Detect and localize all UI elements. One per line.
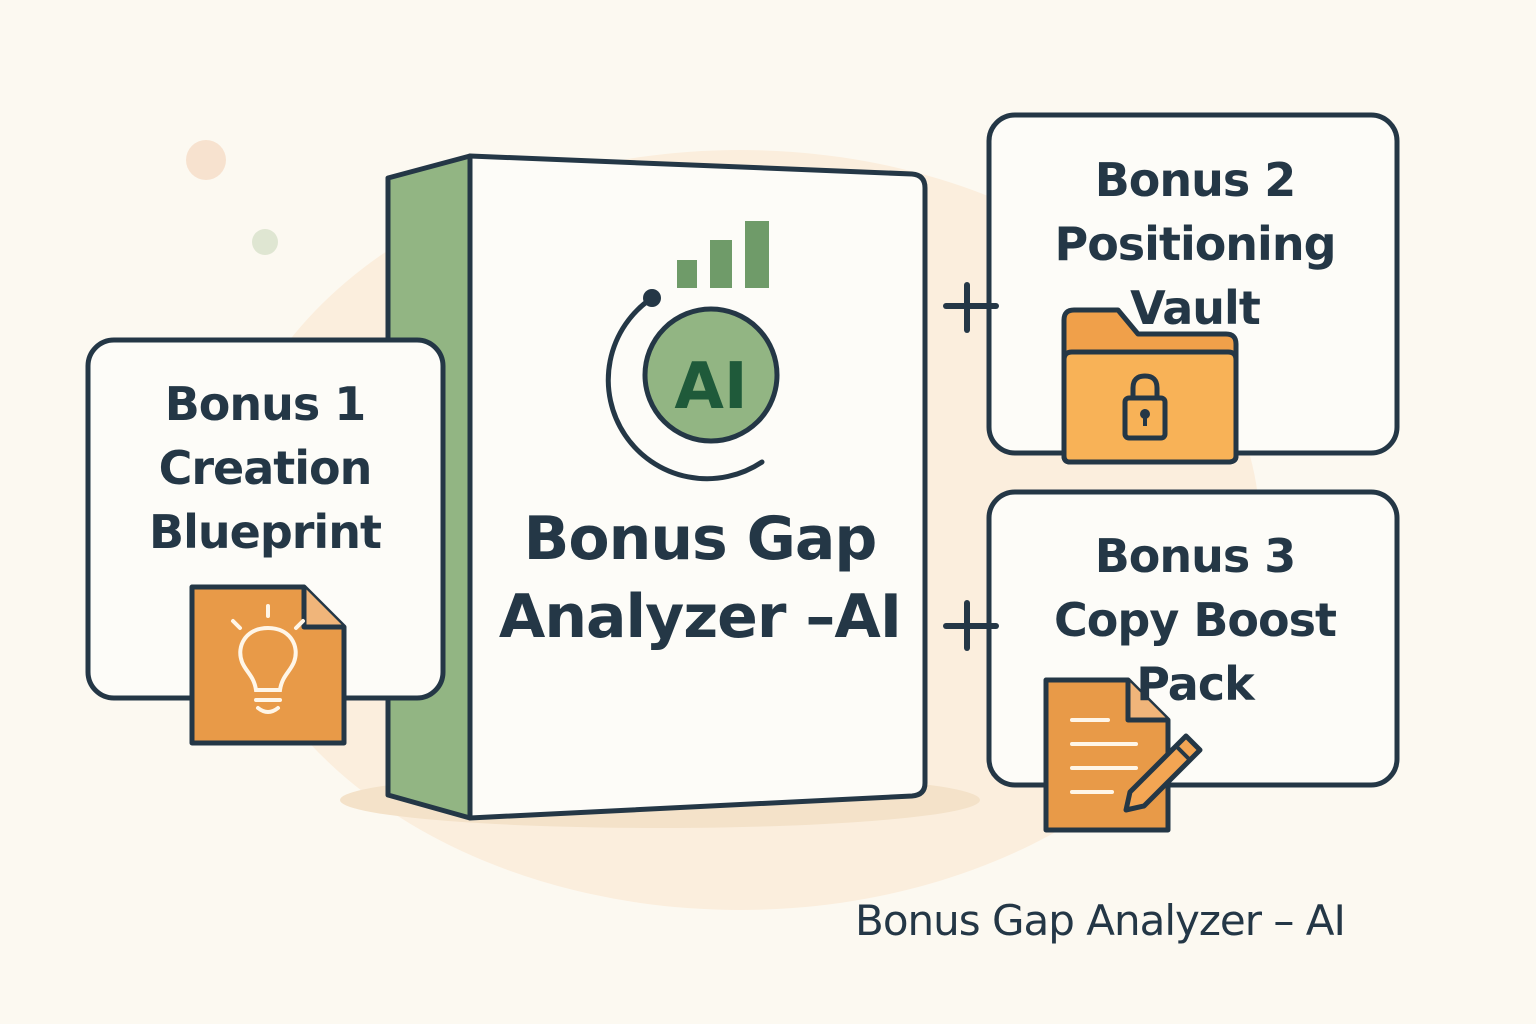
plus-icon-bottom	[943, 600, 999, 651]
plus-icon-top	[943, 282, 999, 333]
decor-dot-peach	[186, 140, 226, 180]
product-title: Bonus Gap Analyzer –AI	[485, 500, 915, 656]
bar-chart-bar-1	[677, 260, 697, 288]
orbit-arc	[605, 295, 765, 482]
decor-dot-green	[252, 229, 278, 255]
bonus2-title-line: Positioning	[1054, 217, 1336, 271]
bonus2-title-line: Vault	[1130, 281, 1261, 335]
document-pencil-icon	[1043, 677, 1203, 833]
bonus3-title: Bonus 3 Copy Boost Pack	[1000, 524, 1390, 716]
bonus1-title-line: Bonus 1	[164, 377, 367, 431]
orbit-dot	[643, 289, 661, 307]
product-box	[385, 153, 928, 821]
product-box-front	[467, 153, 928, 821]
locked-folder-icon	[1061, 307, 1239, 465]
product-title-line: Bonus Gap	[523, 504, 878, 574]
ai-badge-text: AI	[674, 350, 747, 424]
ai-logo: AI	[605, 221, 780, 482]
ai-badge-circle	[642, 306, 780, 444]
lightbulb-document-icon	[189, 584, 347, 746]
bonus1-title-line: Blueprint	[149, 505, 382, 559]
bonus1-title: Bonus 1 Creation Blueprint	[100, 372, 430, 564]
bonus3-title-line: Copy Boost	[1054, 593, 1337, 647]
product-title-line: Analyzer –AI	[498, 582, 902, 652]
bonus1-title-line: Creation	[158, 441, 373, 495]
footer-caption: Bonus Gap Analyzer – AI	[855, 896, 1346, 945]
bonus2-title: Bonus 2 Positioning Vault	[1000, 148, 1390, 340]
bonus3-title-line: Pack	[1136, 657, 1254, 711]
bar-chart-bar-2	[710, 240, 732, 288]
bar-chart-bar-3	[745, 221, 769, 288]
bonus3-title-line: Bonus 3	[1094, 529, 1297, 583]
bonus2-title-line: Bonus 2	[1094, 153, 1297, 207]
